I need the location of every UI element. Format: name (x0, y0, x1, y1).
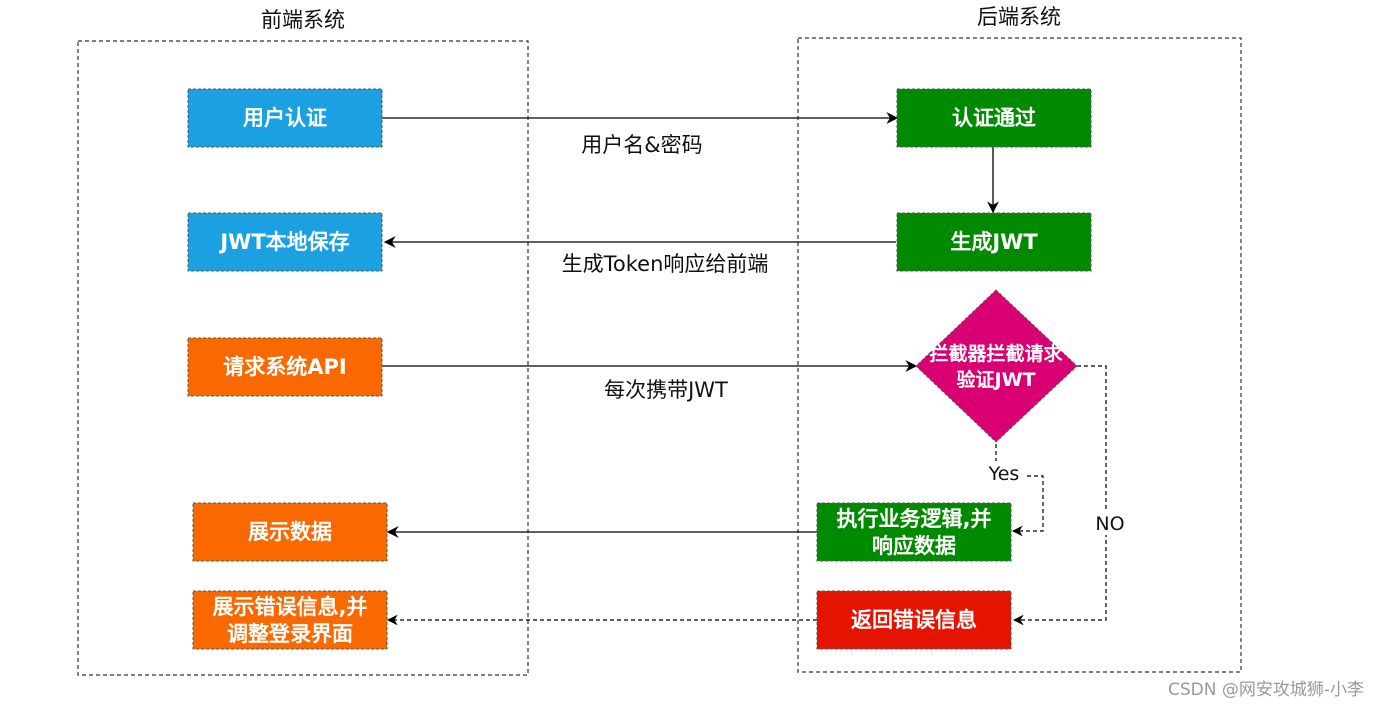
node-interceptor-line1: 拦截器拦截请求 (929, 342, 1063, 365)
edge-label-carry-jwt: 每次携带JWT (604, 378, 728, 402)
node-user-auth: 用户认证 (187, 88, 383, 148)
backend-group-title: 后端系统 (977, 5, 1061, 29)
edge-label-yes: Yes (988, 463, 1020, 485)
node-show-error-line2: 调整登录界面 (227, 622, 353, 646)
watermark: CSDN @网安攻城狮-小李 (1168, 680, 1364, 700)
yes-label-bg (982, 461, 1026, 485)
edge-label-no: NO (1095, 513, 1124, 535)
edge-label-credentials: 用户名&密码 (581, 133, 702, 157)
frontend-group: 前端系统 (77, 8, 529, 676)
node-auth-pass-label: 认证通过 (952, 106, 1036, 130)
node-show-data-label: 展示数据 (248, 520, 332, 544)
node-interceptor-line2: 验证JWT (957, 368, 1036, 391)
frontend-group-title: 前端系统 (261, 8, 345, 32)
node-exec-logic: 执行业务逻辑,并 响应数据 (816, 502, 1012, 562)
node-show-error: 展示错误信息,并 调整登录界面 (192, 590, 388, 650)
node-gen-jwt-label: 生成JWT (950, 230, 1038, 254)
no-label-bg (1088, 511, 1128, 535)
node-auth-pass: 认证通过 (896, 88, 1092, 148)
node-gen-jwt: 生成JWT (896, 212, 1092, 272)
edge-label-token-response: 生成Token响应给前端 (562, 252, 769, 276)
node-return-error-label: 返回错误信息 (851, 608, 977, 632)
node-jwt-save-label: JWT本地保存 (218, 230, 349, 254)
backend-group: 后端系统 (797, 5, 1242, 673)
node-user-auth-label: 用户认证 (243, 106, 327, 130)
node-request-api-label: 请求系统API (223, 355, 346, 379)
node-jwt-save: JWT本地保存 (187, 212, 383, 272)
edge-no (1012, 365, 1107, 626)
node-show-data: 展示数据 (192, 502, 388, 562)
node-exec-logic-line2: 响应数据 (872, 534, 956, 558)
node-request-api: 请求系统API (187, 337, 383, 397)
node-interceptor: 拦截器拦截请求 验证JWT (915, 289, 1078, 443)
node-return-error: 返回错误信息 (816, 590, 1012, 650)
node-exec-logic-line1: 执行业务逻辑,并 (837, 507, 992, 531)
node-show-error-line1: 展示错误信息,并 (213, 595, 368, 619)
